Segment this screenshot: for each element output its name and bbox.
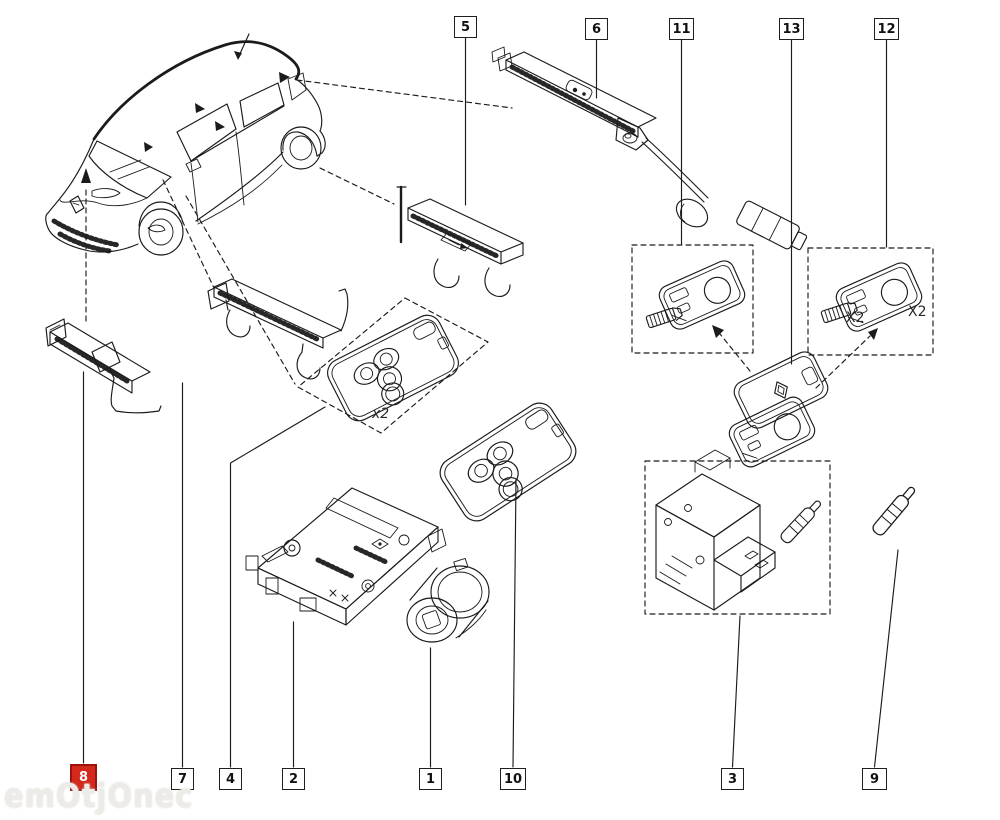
part-7-antenna-bracket	[207, 278, 349, 380]
part-10-key-card	[433, 396, 583, 529]
part-3-ignition-switch-kit	[644, 449, 831, 615]
part-13-key-card-cover	[712, 325, 878, 471]
part-11-cover-kit-box	[631, 244, 754, 354]
callout-7: 7	[171, 768, 194, 790]
part-5-interior-antenna	[396, 185, 524, 298]
callout-10: 10	[500, 768, 526, 790]
part-1-ignition-barrel	[406, 557, 490, 643]
callout-6: 6	[585, 18, 608, 40]
callout-5: 5	[454, 16, 477, 38]
leader-lines	[82, 37, 899, 768]
callout-1: 1	[419, 768, 442, 790]
part-8-antenna-bracket-lever	[45, 318, 162, 414]
callout-4: 4	[219, 768, 242, 790]
quantity-x2-box12-clip: X2	[846, 310, 865, 326]
callout-3: 3	[721, 768, 744, 790]
car-outline	[45, 33, 326, 256]
callout-8-highlighted: 8	[70, 764, 97, 791]
pointer-lines	[85, 79, 513, 385]
part-6-roof-antenna-cable	[491, 46, 808, 251]
part-9-emergency-pin	[870, 483, 920, 538]
quantity-x2-box4: x2	[372, 406, 390, 422]
part-12-cover-kit-box	[807, 247, 934, 356]
watermark: emOtjOnec	[4, 776, 194, 816]
callout-13: 13	[779, 18, 804, 40]
callout-9: 9	[862, 768, 887, 790]
part-4-key-card-set	[297, 297, 489, 434]
callout-2: 2	[282, 768, 305, 790]
callout-12: 12	[874, 18, 899, 40]
callout-11: 11	[669, 18, 694, 40]
quantity-x2-box12-cover: X2	[908, 304, 927, 320]
part-2-card-reader-module	[245, 487, 447, 626]
